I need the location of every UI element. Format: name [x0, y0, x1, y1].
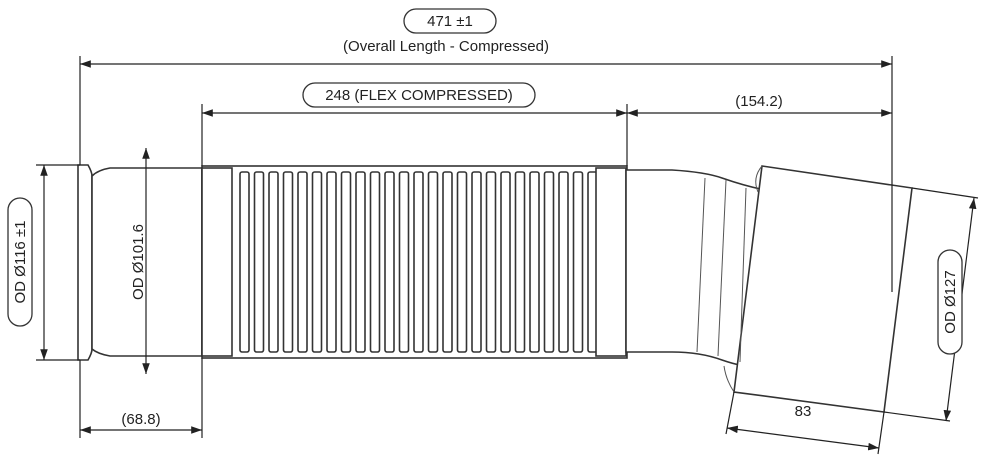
bellows-rib	[384, 171, 395, 353]
bellows-rib	[297, 171, 308, 353]
bellows-rib	[471, 171, 482, 353]
socket-dim-value: 83	[795, 403, 812, 420]
flex-collar-left	[201, 167, 233, 357]
overall-dim-note: (Overall Length - Compressed)	[343, 38, 549, 55]
bellows-rib	[326, 171, 337, 353]
bellows-rib	[442, 171, 453, 353]
id-inlet-value: OD Ø101.6	[130, 224, 147, 300]
tube-contour	[696, 177, 706, 353]
outlet-dim-value: (154.2)	[735, 93, 783, 110]
socket-neck-line	[755, 165, 763, 193]
tube-contour	[739, 187, 747, 363]
bellows-rib	[543, 171, 555, 353]
flex-dim-value: 248 (FLEX COMPRESSED)	[325, 87, 513, 104]
bellows-rib	[427, 171, 439, 353]
bellows-rib	[282, 171, 294, 353]
flex-callout-box	[302, 82, 536, 108]
dimension-lines	[36, 56, 979, 455]
callouts: 471 ±1 (Overall Length - Compressed) 248…	[7, 8, 963, 428]
od-inlet-value: OD Ø116 ±1	[12, 221, 29, 304]
bellows-rib	[253, 171, 265, 353]
od-outlet-callout-box	[937, 249, 963, 355]
socket-neck-line-lower	[723, 365, 735, 393]
outlet-socket	[733, 165, 913, 413]
inlet-dim-value: (68.8)	[121, 411, 160, 428]
bellows-rib	[529, 171, 540, 353]
bellows-rib	[268, 171, 279, 353]
tube-contour	[717, 179, 727, 357]
inlet-sleeve	[91, 167, 203, 357]
inlet-flange	[77, 164, 93, 361]
socket-dim-line	[726, 425, 880, 451]
overall-callout-box	[403, 8, 497, 34]
overall-dim-value: 471 ±1	[427, 13, 473, 30]
exhaust-flex-pipe	[77, 164, 913, 413]
od-outlet-value: OD Ø127	[942, 270, 959, 333]
bellows-rib	[398, 171, 410, 353]
bellows-ribs	[239, 171, 598, 353]
od-inlet-callout-box	[7, 197, 33, 327]
bellows-rib	[485, 171, 497, 353]
bellows-rib	[369, 171, 381, 353]
bellows-rib	[355, 171, 366, 353]
bellows-rib	[239, 171, 250, 353]
bellows-rib	[413, 171, 424, 353]
bellows-rib	[558, 171, 569, 353]
bellows-rib	[572, 171, 584, 353]
bellows-rib	[456, 171, 468, 353]
bellows-rib	[311, 171, 323, 353]
bellows-rib	[340, 171, 352, 353]
bellows-rib	[514, 171, 526, 353]
flex-collar-right	[595, 167, 627, 357]
bellows-rib	[500, 171, 511, 353]
